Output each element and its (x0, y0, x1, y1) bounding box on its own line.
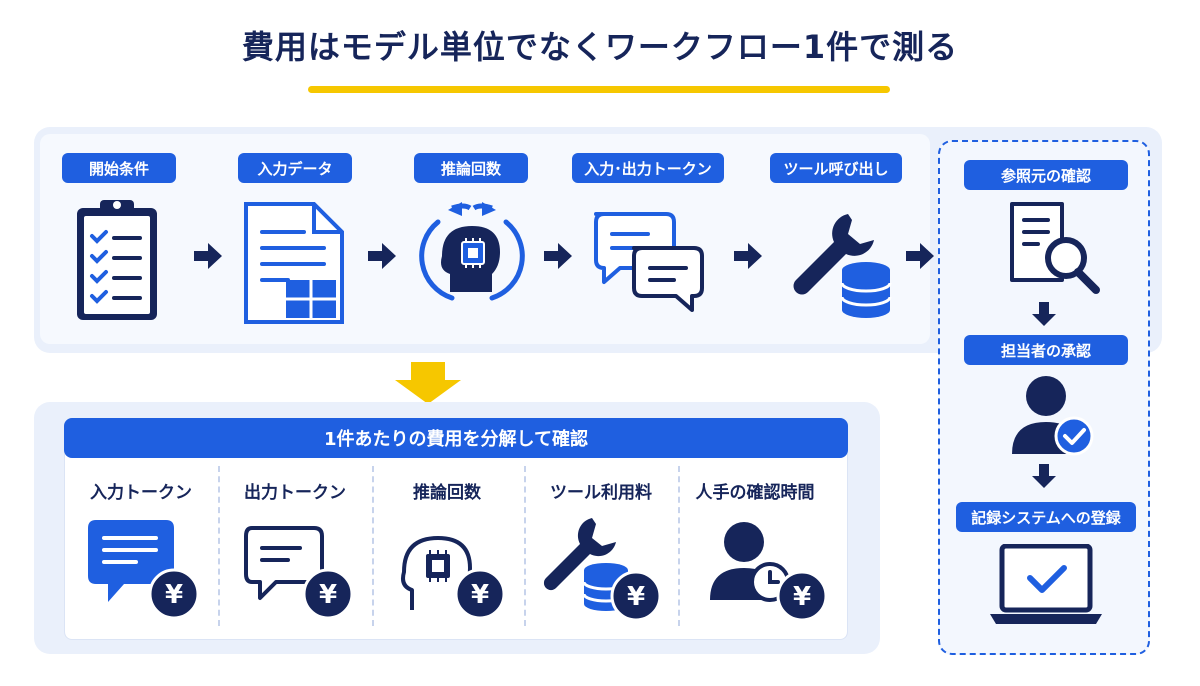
chat-bubbles-icon (594, 212, 704, 312)
ai-head-cycle-icon (419, 202, 525, 301)
review-label-approval: 担当者の承認 (964, 335, 1128, 365)
yen-icon: ¥ (319, 580, 337, 610)
divider (372, 466, 374, 626)
divider (678, 466, 680, 626)
arrow-down-highlight-icon (395, 362, 461, 404)
step-label-input-data: 入力データ (238, 153, 352, 183)
person-check-icon (1012, 376, 1094, 456)
step-label-tool-calls: ツール呼び出し (770, 153, 902, 183)
cost-label-inference-count: 推論回数 (413, 483, 481, 503)
step-label-start-condition: 開始条件 (62, 153, 176, 183)
cost-label-input-tokens: 入力トークン (90, 483, 192, 503)
document-table-icon (244, 202, 344, 324)
divider (524, 466, 526, 626)
page-title: 費用はモデル単位でなくワークフロー1件で測る (241, 28, 959, 66)
arrow-right-icon (544, 243, 572, 269)
cost-label-tool-fees: ツール利用料 (550, 483, 652, 503)
wrench-database-yen-icon: ¥ (543, 518, 662, 622)
arrow-right-icon (368, 243, 396, 269)
wrench-database-icon (793, 214, 892, 318)
yen-icon: ¥ (471, 580, 489, 610)
arrow-down-icon (1032, 464, 1056, 488)
divider (218, 466, 220, 626)
review-label-source-check: 参照元の確認 (964, 160, 1128, 190)
review-label-record-registration: 記録システムへの登録 (956, 502, 1136, 532)
arrow-right-icon (734, 243, 762, 269)
cost-label-output-tokens: 出力トークン (244, 483, 346, 503)
yen-icon: ¥ (627, 582, 645, 612)
step-label-inference-count: 推論回数 (414, 153, 528, 183)
title-underline (308, 86, 890, 93)
ai-head-yen-icon: ¥ (401, 536, 506, 620)
laptop-check-icon (990, 544, 1102, 624)
chat-outline-yen-icon: ¥ (244, 526, 354, 620)
document-magnifier-icon (1010, 202, 1100, 294)
arrow-right-icon (194, 243, 222, 269)
person-clock-yen-icon: ¥ (710, 522, 828, 622)
arrow-right-icon (906, 243, 934, 269)
cost-label-human-review-time: 人手の確認時間 (695, 483, 815, 503)
yen-icon: ¥ (165, 580, 183, 610)
clipboard-checklist-icon (77, 200, 157, 320)
chat-yen-icon: ¥ (88, 520, 200, 620)
yen-icon: ¥ (793, 582, 811, 612)
step-label-io-tokens: 入力･出力トークン (572, 153, 724, 183)
cost-breakdown-header: 1件あたりの費用を分解して確認 (64, 418, 848, 458)
arrow-down-icon (1032, 302, 1056, 326)
